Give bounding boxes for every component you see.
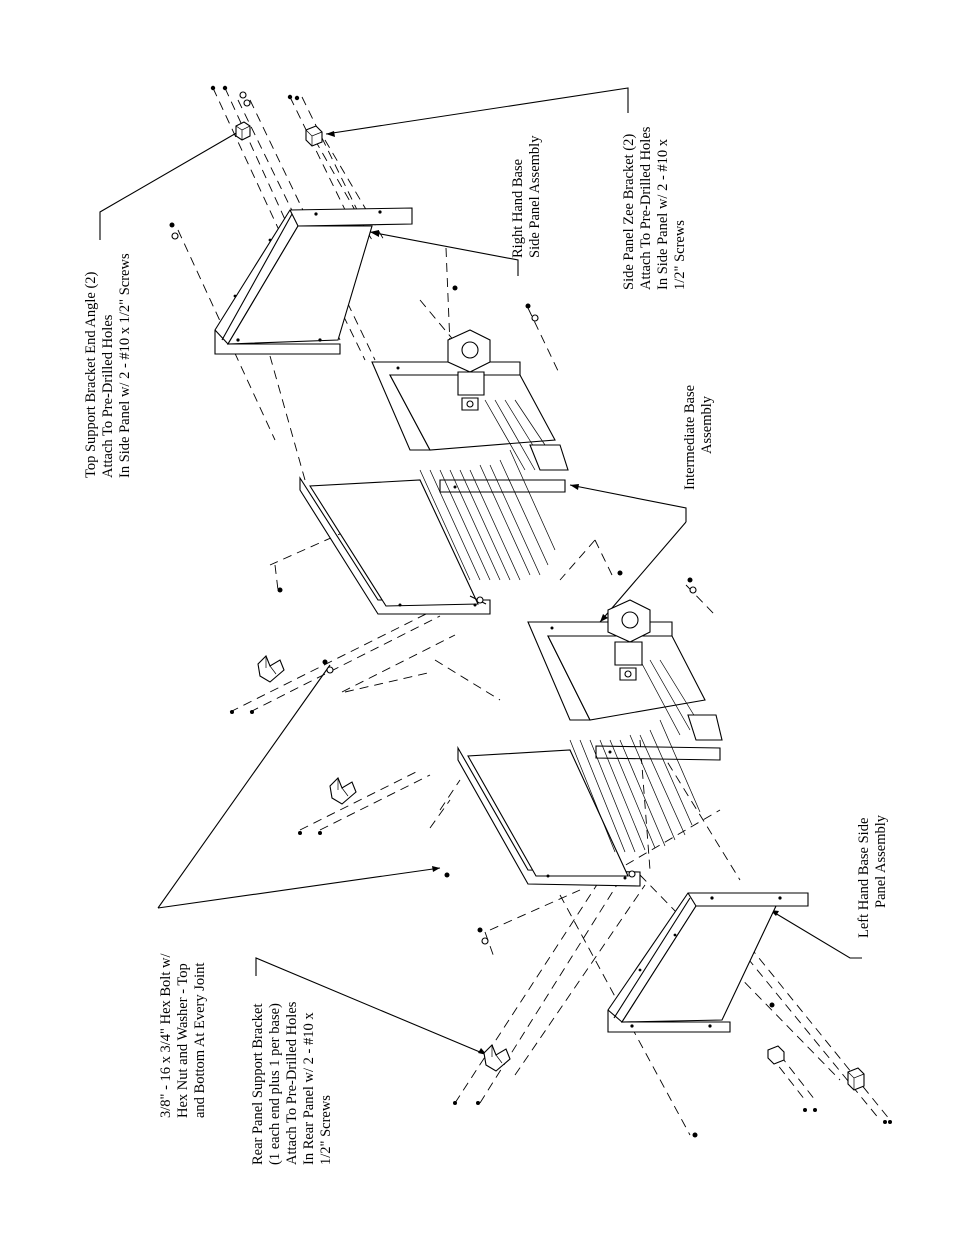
rear-panel-support-bracket xyxy=(483,1044,511,1072)
callout-right-hand-base: Right Hand Base Side Panel Assembly xyxy=(510,135,543,258)
hex-nut-icon xyxy=(169,222,179,240)
leader-right-hand-base xyxy=(369,231,519,276)
callout-line: Side Panel Assembly xyxy=(527,135,543,258)
hex-bolt-icon xyxy=(277,570,697,594)
arrowhead xyxy=(370,230,379,237)
callout-line: Attach To Pre-Drilled Holes xyxy=(284,1001,300,1165)
left-hand-base-side-panel xyxy=(607,892,809,1033)
leader-left-hand-base xyxy=(769,909,862,959)
side-panel-zee-bracket xyxy=(767,1045,785,1065)
callout-line: (1 each end plus 1 per base) xyxy=(267,1003,283,1165)
callout-line: Side Panel Zee Bracket (2) xyxy=(621,134,637,290)
hex-nut-icon xyxy=(477,927,489,945)
leader-hex-bolt-2 xyxy=(157,867,441,909)
gas-valve-icon xyxy=(607,599,651,681)
arrowhead xyxy=(432,866,440,872)
burner-tubes xyxy=(569,659,701,853)
callout-line: 1/2" Screws xyxy=(672,220,688,290)
intermediate-base-assembly-lower xyxy=(457,599,723,887)
callout-line: 3/8" - 16 x 3/4" Hex Bolt w/ xyxy=(158,953,174,1118)
intermediate-base-assembly-upper xyxy=(299,329,569,615)
leader-lines xyxy=(99,87,862,1056)
hex-bolt-icon xyxy=(803,1108,892,1124)
fasteners xyxy=(169,85,892,1138)
callout-top-support-bracket: Top Support Bracket End Angle (2) Attach… xyxy=(83,253,133,478)
rear-panel-support-bracket xyxy=(329,777,357,805)
leader-rear-panel xyxy=(255,957,488,1056)
callout-line: Left Hand Base Side xyxy=(856,818,872,938)
callout-line: Top Support Bracket End Angle (2) xyxy=(83,271,99,478)
hex-bolt-icon xyxy=(453,1002,775,1138)
hex-bolt-icon xyxy=(452,285,539,322)
callout-line: Intermediate Base xyxy=(682,385,698,490)
arrowhead xyxy=(600,614,608,622)
callout-rear-panel-support-bracket: Rear Panel Support Bracket (1 each end p… xyxy=(250,1001,334,1165)
callout-line: 1/2" Screws xyxy=(318,1095,334,1165)
leader-top-support xyxy=(99,127,246,240)
leader-intermediate-1 xyxy=(569,484,687,522)
arrowhead xyxy=(326,131,335,137)
callout-line: In Rear Panel w/ 2 - #10 x xyxy=(301,1012,317,1165)
hex-bolt-icon xyxy=(298,831,450,878)
top-support-bracket-end-angle xyxy=(847,1067,865,1091)
callout-line: Attach To Pre-Drilled Holes xyxy=(100,314,116,478)
washer-icon xyxy=(239,91,251,107)
callout-hex-bolt: 3/8" - 16 x 3/4" Hex Bolt w/ Hex Nut and… xyxy=(158,953,208,1118)
leader-zee-bracket xyxy=(325,87,629,135)
callout-line: Assembly xyxy=(699,395,715,454)
hex-bolt-icon xyxy=(210,85,228,91)
leader-intermediate-2 xyxy=(599,521,687,623)
arrowhead xyxy=(570,484,579,490)
callout-line: and Bottom At Every Joint xyxy=(192,963,208,1118)
manifold-cap xyxy=(687,714,723,741)
manifold-cap xyxy=(529,444,569,471)
callout-line: Panel Assembly xyxy=(873,814,889,908)
callout-line: Rear Panel Support Bracket xyxy=(250,1004,266,1165)
rear-panel-support-bracket xyxy=(257,655,285,683)
callout-line: Attach To Pre-Drilled Holes xyxy=(638,126,654,290)
callout-line: Right Hand Base xyxy=(510,159,526,258)
right-hand-base-side-panel xyxy=(214,207,413,355)
top-support-bracket-end-angle xyxy=(235,121,251,141)
callout-side-panel-zee-bracket: Side Panel Zee Bracket (2) Attach To Pre… xyxy=(621,126,688,290)
gas-valve-icon xyxy=(447,329,491,411)
hex-nut-icon xyxy=(230,659,334,714)
callout-line: In Side Panel w/ 2 - #10 x xyxy=(655,138,671,290)
leader-hex-bolt-1 xyxy=(157,664,331,909)
callout-line: In Side Panel w/ 2 - #10 x 1/2" Screws xyxy=(117,253,133,478)
callout-line: Hex Nut and Washer - Top xyxy=(175,963,191,1118)
hex-bolt-icon xyxy=(287,94,300,101)
callout-intermediate-base: Intermediate Base Assembly xyxy=(682,385,715,490)
callout-left-hand-base: Left Hand Base Side Panel Assembly xyxy=(856,814,889,938)
side-panel-zee-bracket xyxy=(305,125,323,147)
